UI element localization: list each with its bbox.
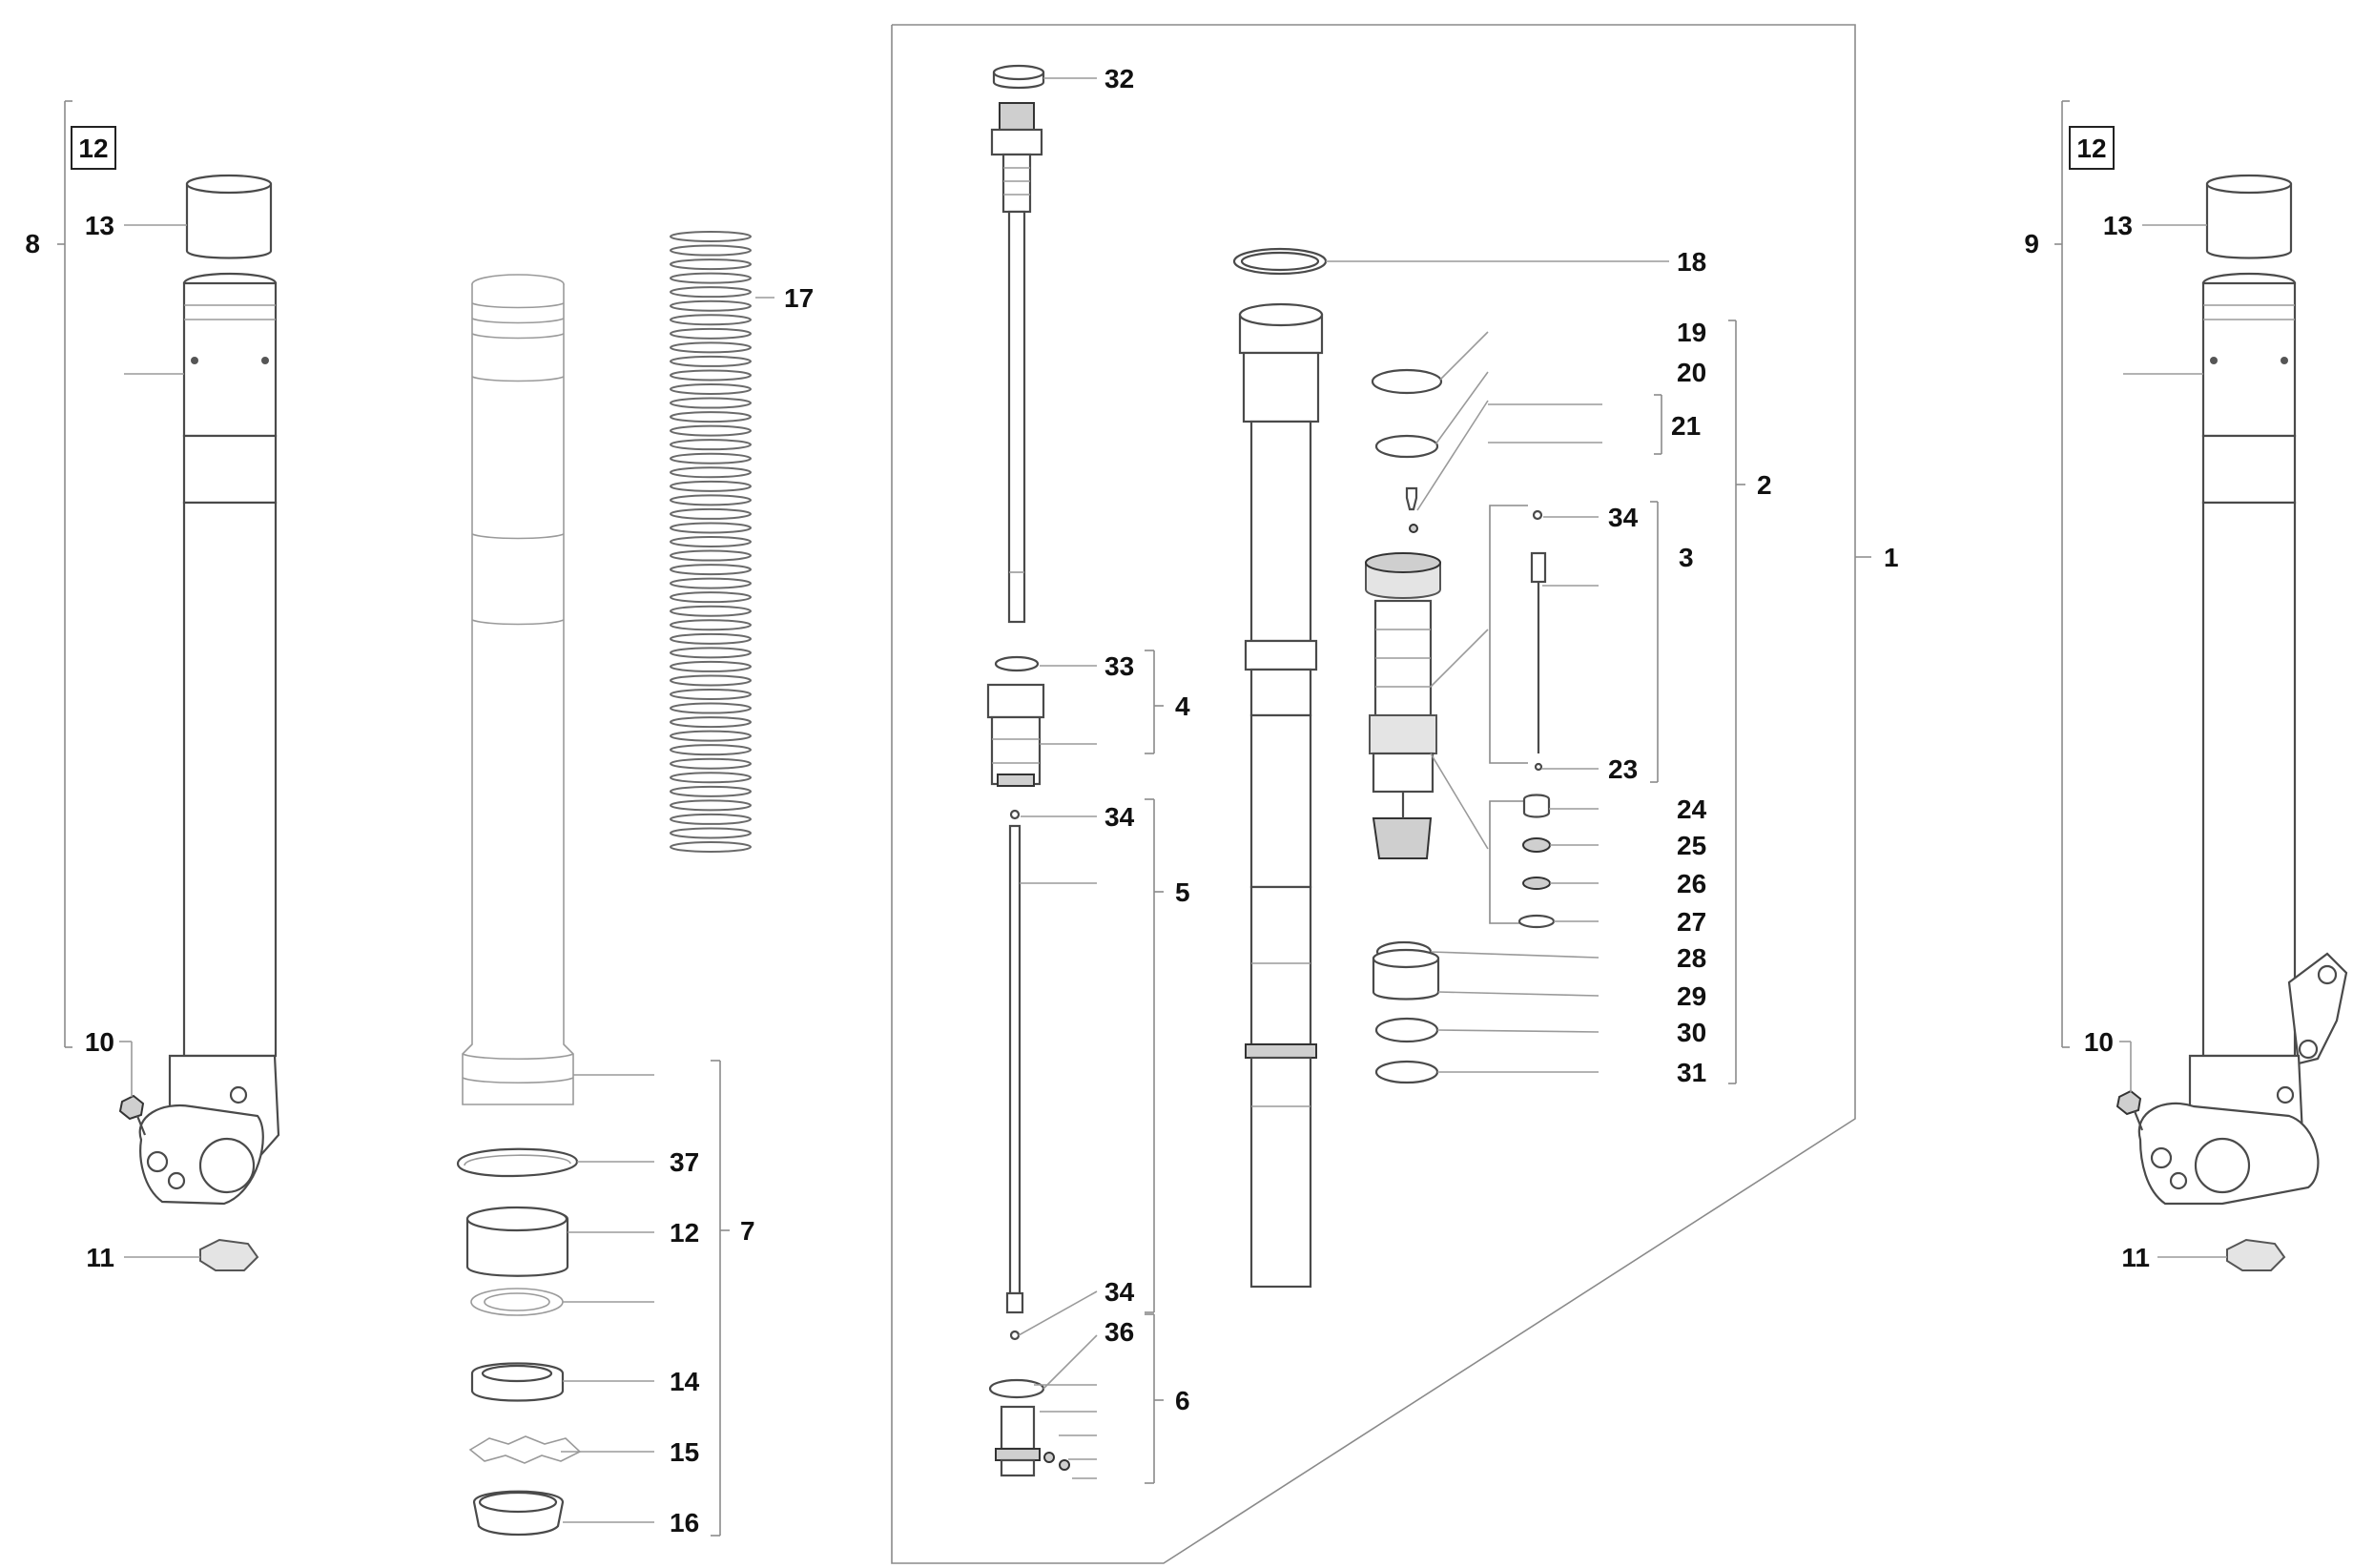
- spring-coil: [670, 674, 752, 687]
- spring-coil: [670, 827, 752, 839]
- spring-coil: [670, 785, 752, 797]
- spring-coil: [670, 411, 752, 423]
- callout-8: 8: [25, 229, 40, 258]
- cartridge-group-frame: [891, 24, 1856, 1564]
- callout-7: 7: [740, 1216, 755, 1246]
- callout-4: 4: [1175, 691, 1190, 721]
- callout-13-left: 13: [85, 211, 114, 240]
- callout-14: 14: [670, 1367, 700, 1396]
- damper-rod-assembly: [986, 64, 1164, 1484]
- spring-coil: [670, 439, 752, 451]
- spring-coil: [670, 397, 752, 409]
- spring-coil: [670, 507, 752, 520]
- spring-coil: [670, 494, 752, 506]
- label-box-12-left: [71, 126, 116, 170]
- spring-coil: [670, 549, 752, 562]
- callout-29: 29: [1677, 981, 1706, 1011]
- callout-13-right: 13: [2103, 211, 2133, 240]
- callout-34-valve: 34: [1608, 503, 1639, 532]
- spring-coil: [670, 286, 752, 299]
- spring-coil: [670, 730, 752, 742]
- callout-18: 18: [1677, 247, 1706, 277]
- callout-27: 27: [1677, 907, 1706, 937]
- spring-coil: [670, 744, 752, 756]
- callout-20: 20: [1677, 358, 1706, 387]
- spring-coil: [670, 480, 752, 492]
- callout-36: 36: [1104, 1317, 1134, 1347]
- callout-23: 23: [1608, 754, 1638, 784]
- callout-24: 24: [1677, 794, 1707, 824]
- callout-17: 17: [784, 283, 814, 313]
- outer-slider-and-spring: [456, 231, 774, 1537]
- spring-coil: [670, 369, 752, 382]
- compression-valve-assembly: [1365, 320, 1871, 1084]
- callout-10-right: 10: [2084, 1027, 2114, 1057]
- cartridge-tube: [1232, 247, 1669, 1289]
- callout-12-left: 12: [78, 134, 108, 163]
- spring-coil: [670, 841, 752, 853]
- callout-28: 28: [1677, 943, 1706, 973]
- spring-coil: [670, 605, 752, 617]
- callout-6: 6: [1175, 1386, 1190, 1415]
- spring-coil: [670, 522, 752, 534]
- spring-coil: [670, 244, 752, 257]
- spring-coil: [670, 299, 752, 312]
- spring-coil: [670, 813, 752, 825]
- callout-5: 5: [1175, 877, 1190, 907]
- callout-1: 1: [1884, 543, 1899, 572]
- spring-coil: [670, 757, 752, 770]
- spring-coil: [670, 632, 752, 645]
- callout-12-mid: 12: [670, 1218, 699, 1248]
- spring-coil: [670, 466, 752, 479]
- spring-coil: [670, 772, 752, 784]
- callout-34-rod-top: 34: [1104, 802, 1135, 832]
- callout-16: 16: [670, 1508, 699, 1537]
- label-box-12-right: [2069, 126, 2115, 170]
- callout-33: 33: [1104, 651, 1134, 681]
- callout-26: 26: [1677, 869, 1706, 898]
- callout-12-right: 12: [2076, 134, 2106, 163]
- spring-coil: [670, 702, 752, 714]
- callout-15: 15: [670, 1437, 699, 1467]
- spring-coil: [670, 327, 752, 340]
- callout-3: 3: [1679, 543, 1694, 572]
- part-number-labels: 12 13 8 10 11 17 37 12 7 14 15 16 32 33 …: [25, 64, 2150, 1537]
- right-fork-tube-assembly: [2054, 100, 2348, 1271]
- spring-coil: [670, 258, 752, 271]
- callout-2: 2: [1757, 470, 1772, 500]
- spring-coil: [670, 536, 752, 547]
- spring-coil: [670, 591, 752, 604]
- spring-coil: [670, 799, 752, 812]
- spring-coil: [670, 383, 752, 395]
- callout-37: 37: [670, 1147, 699, 1177]
- spring-coil: [670, 452, 752, 464]
- spring-coil: [670, 577, 752, 589]
- spring-coil: [670, 619, 752, 631]
- callout-9: 9: [2024, 229, 2039, 258]
- spring-coil: [670, 272, 752, 284]
- callout-21: 21: [1671, 411, 1701, 441]
- callout-19: 19: [1677, 318, 1706, 347]
- spring-coil: [670, 355, 752, 367]
- spring-coil: [670, 424, 752, 437]
- spring-coil: [670, 647, 752, 659]
- spring-coil: [670, 341, 752, 354]
- spring-coil: [670, 314, 752, 326]
- callout-11-left: 11: [86, 1243, 114, 1272]
- callout-11-right: 11: [2121, 1243, 2150, 1272]
- spring-coil: [670, 689, 752, 700]
- spring-coil: [670, 564, 752, 576]
- callout-10-left: 10: [85, 1027, 114, 1057]
- fork-spring: [670, 231, 752, 853]
- spring-coil: [670, 231, 752, 242]
- spring-coil: [670, 716, 752, 729]
- callout-34-rod-bottom: 34: [1104, 1277, 1135, 1307]
- left-fork-tube-assembly: [57, 100, 280, 1271]
- spring-coil: [670, 660, 752, 672]
- callout-32: 32: [1104, 64, 1134, 93]
- callout-30: 30: [1677, 1018, 1706, 1047]
- callout-31: 31: [1677, 1058, 1706, 1087]
- callout-25: 25: [1677, 831, 1706, 860]
